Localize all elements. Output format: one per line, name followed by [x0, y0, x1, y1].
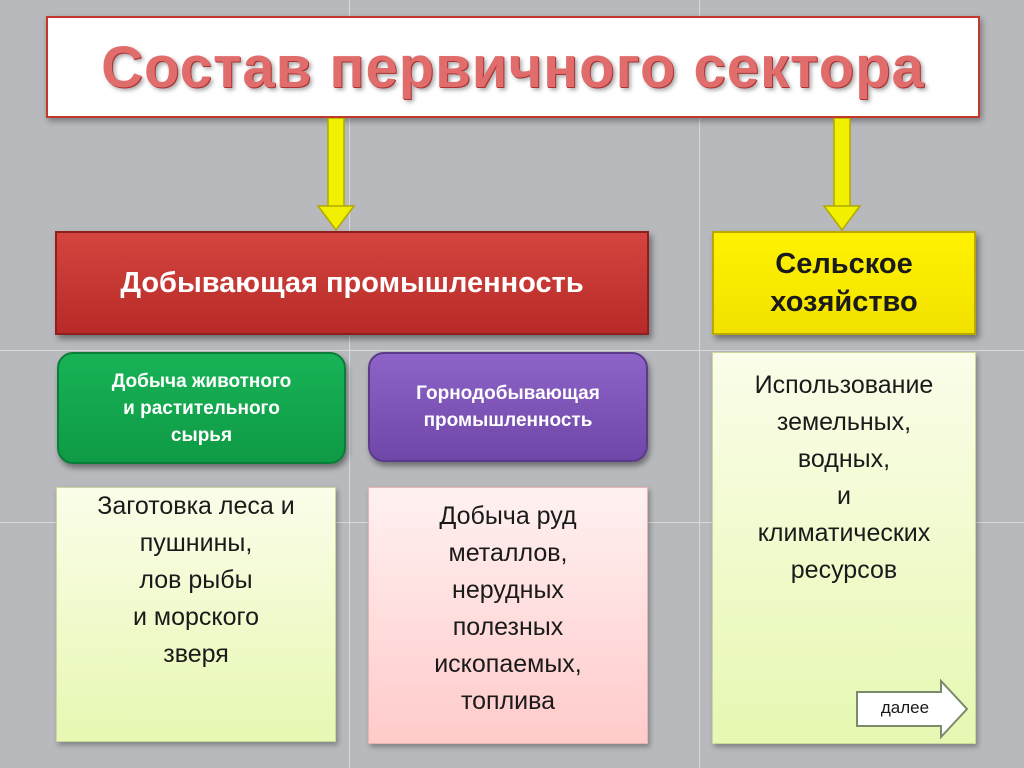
agriculture-label: Сельское хозяйство: [770, 248, 918, 318]
agriculture-content: Использование земельных, водных, и клима…: [712, 352, 976, 744]
grid-line: [699, 0, 700, 768]
agriculture-header: Сельское хозяйство: [712, 231, 976, 335]
right-arrow-icon: [856, 678, 969, 740]
raw-materials-content: Заготовка леса и пушнины, лов рыбы и мор…: [56, 487, 336, 742]
title-box: Состав первичного сектора: [46, 16, 980, 118]
raw-materials-label: Добыча животного и растительного сырья: [111, 370, 292, 446]
mining-text: Добыча руд металлов, нерудных полезных и…: [434, 502, 582, 715]
next-label: далее: [880, 698, 930, 717]
grid-line: [349, 0, 350, 768]
grid-line: [0, 350, 1024, 351]
next-button[interactable]: далее: [855, 678, 969, 740]
page-title: Состав первичного сектора: [101, 34, 925, 100]
mining-industry-label: Добывающая промышленность: [120, 266, 584, 299]
mining-subcategory: Горнодобывающая промышленность: [368, 352, 648, 462]
agriculture-text: Использование земельных, водных, и клима…: [754, 371, 934, 584]
mining-subcategory-label: Горнодобывающая промышленность: [416, 383, 600, 431]
raw-materials-text: Заготовка леса и пушнины, лов рыбы и мор…: [97, 492, 295, 668]
mining-industry-header: Добывающая промышленность: [55, 231, 649, 335]
mining-content: Добыча руд металлов, нерудных полезных и…: [368, 487, 648, 744]
down-arrow-icon: [822, 118, 862, 232]
down-arrow-icon: [316, 118, 356, 232]
raw-materials-subcategory: Добыча животного и растительного сырья: [57, 352, 346, 464]
